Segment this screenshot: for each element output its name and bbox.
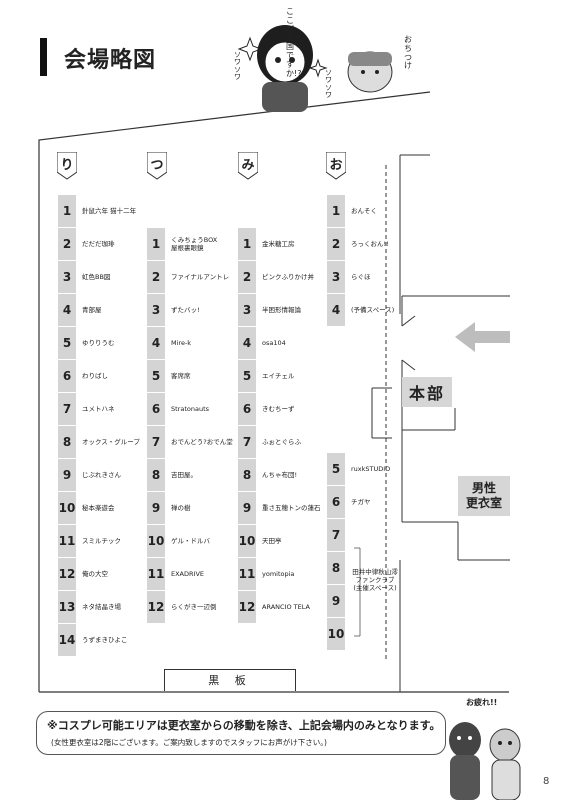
booth-item: 8: [327, 552, 390, 585]
title-bar-accent: [40, 38, 47, 76]
host-space-label: 田井中律秋山澪 ファンクラブ (主催スペース): [352, 568, 398, 593]
notice-line-1: ※コスプレ可能エリアは更衣室からの移動を除き、上記会場内のみとなります。: [47, 719, 441, 732]
speech-balloon-girl: ここが天国ですか!?: [286, 7, 302, 78]
booth-item: 7: [327, 519, 390, 552]
notice-box: ※コスプレ可能エリアは更衣室からの移動を除き、上記会場内のみとなります。 (女性…: [36, 711, 446, 755]
page-title: 会場略図: [64, 48, 157, 73]
column-marker-ri: り: [57, 152, 77, 180]
blackboard-label: 黒 板: [164, 669, 296, 691]
column-marker-o: お: [326, 152, 346, 180]
booth-item: 9: [327, 585, 390, 618]
character-illustration: [237, 25, 393, 112]
headquarters-label: 本部: [402, 377, 452, 407]
entrance-arrow-icon: [455, 322, 510, 352]
sfx-right: ソワソワ: [325, 69, 332, 100]
booth-item: 4(予備スペース): [327, 294, 394, 327]
bear-mascot-illustration: [449, 722, 521, 800]
column-marker-mi: み: [238, 152, 258, 180]
notice-line-2: (女性更衣室は2階にございます。ご案内致しますのでスタッフにお声がけ下さい。): [51, 738, 327, 747]
page-number: 8: [543, 776, 550, 787]
sfx-left: ソワソワ: [234, 51, 241, 82]
speech-balloon-sister: おちつけ: [404, 35, 412, 71]
speech-balloon-bear: お疲れ!!: [466, 698, 498, 707]
booth-item: 10: [327, 618, 390, 651]
mens-dressing-room-label: 男性更衣室: [458, 476, 510, 516]
column-marker-tsu: つ: [147, 152, 167, 180]
